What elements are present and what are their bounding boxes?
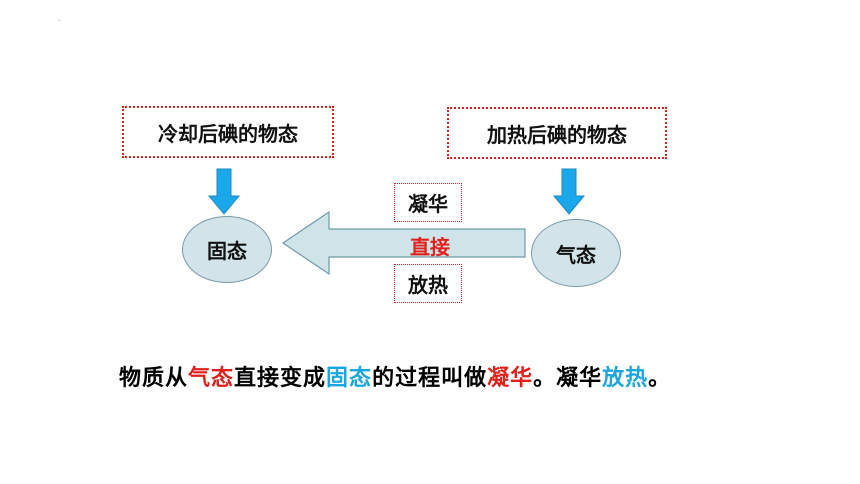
heat-state-box: 加热后碘的物态 (447, 107, 667, 159)
definition-sentence: 物质从气态直接变成固态的过程叫做凝华。凝华放热。 (119, 360, 671, 392)
sentence-part-5: 的过程叫做 (372, 366, 488, 391)
sentence-part-3: 直接变成 (234, 366, 327, 391)
sentence-part-9: 。 (648, 366, 672, 391)
process-name-box: 凝华 (394, 183, 462, 222)
gas-state-oval: 气态 (531, 219, 621, 287)
gas-state-label: 气态 (556, 242, 596, 267)
process-name-label: 凝华 (408, 192, 448, 216)
heat-state-label: 加热后碘的物态 (487, 122, 627, 147)
sentence-part-1: 物质从 (119, 366, 189, 391)
cool-state-label: 冷却后碘的物态 (158, 121, 298, 146)
solid-state-oval: 固态 (182, 216, 272, 283)
down-arrow-right (552, 168, 586, 215)
down-arrow-left (207, 168, 241, 215)
sentence-part-7: 。凝华 (533, 366, 603, 391)
cool-state-box: 冷却后碘的物态 (122, 106, 334, 158)
sentence-heat-release: 放热 (602, 366, 649, 391)
corner-dot: . (58, 14, 61, 23)
solid-state-label: 固态 (207, 239, 247, 263)
heat-release-label: 放热 (408, 273, 448, 297)
sentence-solid: 固态 (326, 366, 373, 391)
sentence-gas: 气态 (188, 366, 235, 391)
direct-transition-arrow (281, 210, 526, 276)
sentence-sublimation: 凝华 (487, 366, 534, 391)
heat-release-box: 放热 (394, 264, 462, 303)
direct-label: 直接 (410, 235, 450, 259)
